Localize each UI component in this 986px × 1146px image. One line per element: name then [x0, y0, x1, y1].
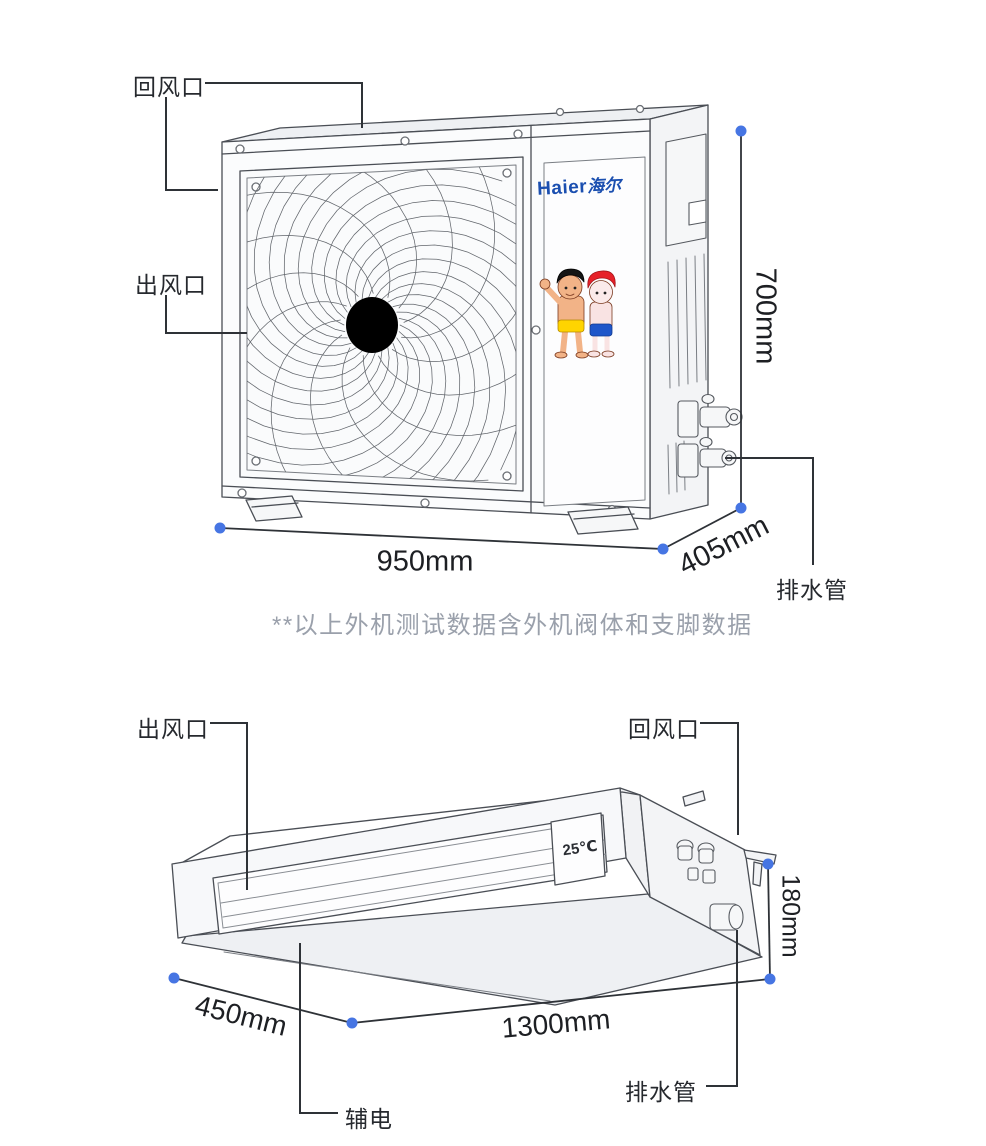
refrigerant-valves: [677, 393, 743, 478]
side-handle: [665, 133, 707, 247]
dim-line-950mm: [219, 527, 664, 550]
indoor-aux-electric-leader: [299, 943, 338, 1114]
indoor-drain-pipe-label: 排水管: [625, 1079, 697, 1105]
dim-line-1300mm: [351, 978, 771, 1024]
fan-hub: [346, 297, 398, 353]
mounting-feet: [245, 495, 639, 535]
indoor-pipes: [676, 839, 744, 931]
haier-logo-cn: 海尔: [586, 175, 622, 197]
fan-grille-panel: [239, 156, 524, 492]
dim-line-405mm: [662, 507, 742, 550]
side-louvers: [667, 253, 707, 495]
temperature-display: [550, 812, 606, 886]
outdoor-return-air-leader: [205, 82, 363, 128]
mascot-boy: [539, 268, 589, 359]
indoor-top-edge: [175, 791, 641, 867]
indoor-return-air-label: 回风口: [628, 716, 700, 742]
dim-line-180mm: [767, 863, 771, 980]
indoor-unit-drawing: [171, 787, 777, 1006]
mascot-girl: [587, 270, 616, 358]
indoor-height-dim: 180mm: [776, 874, 805, 958]
dimension-lines: [173, 131, 771, 1024]
indoor-air-outlet-leader: [210, 722, 248, 890]
outdoor-test-note: **以上外机测试数据含外机阀体和支脚数据: [272, 612, 753, 639]
outdoor-width-dim: 950mm: [376, 545, 474, 578]
dimension-endpoint-dots: [168, 125, 776, 1029]
outdoor-unit-drawing: [221, 104, 743, 535]
outdoor-air-outlet-leader: [165, 295, 247, 334]
outdoor-return-air-leader2: [165, 97, 218, 191]
haier-logo-en: Haier: [536, 176, 588, 200]
dim-line-450mm: [173, 977, 353, 1024]
screw-heads: [235, 104, 645, 514]
outdoor-drain-leader: [725, 457, 814, 565]
outdoor-return-air-label: 回风口: [133, 74, 205, 100]
indoor-air-outlet-label: 出风口: [137, 716, 209, 742]
indoor-aux-electric-label: 辅电: [345, 1106, 393, 1132]
outdoor-drain-pipe-label: 排水管: [776, 577, 848, 603]
indoor-outlet-slot: [212, 814, 608, 935]
haier-brothers-mascot: [539, 268, 616, 359]
indoor-return-air-leader: [700, 722, 739, 835]
outdoor-height-dim: 700mm: [749, 267, 782, 365]
outdoor-air-outlet-label: 出风口: [135, 272, 207, 298]
